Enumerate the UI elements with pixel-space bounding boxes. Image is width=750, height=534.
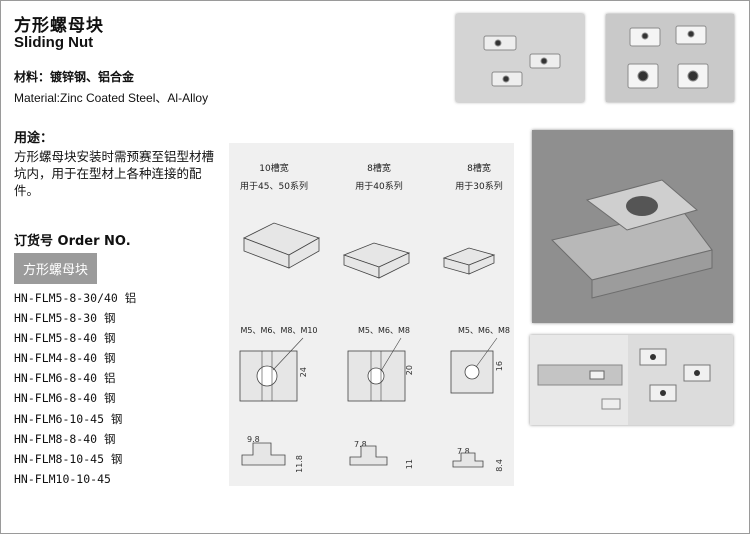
title-cn: 方形螺母块 xyxy=(14,16,104,36)
part-number-list: HN-FLM5-8-30/40 铝 HN-FLM5-8-30 钢 HN-FLM5-8… xyxy=(14,288,136,489)
part-number-item: HN-FLM6-8-40 钢 xyxy=(14,391,116,406)
width-dim: 7.8 xyxy=(457,447,470,456)
part-number-item: HN-FLM6-10-45 钢 xyxy=(14,411,123,426)
thread-label: M5、M6、M8 xyxy=(458,326,510,335)
part-number-item: HN-FLM6-8-40 铝 xyxy=(14,371,116,386)
order-heading: 订货号 Order NO. xyxy=(14,234,131,249)
part-number-item: HN-FLM5-8-40 钢 xyxy=(14,331,116,346)
series-label: 用于45、50系列 xyxy=(240,182,308,192)
part-number-item: HN-FLM5-8-30 钢 xyxy=(14,311,116,326)
title-en: Sliding Nut xyxy=(14,34,94,51)
slot-width-label: 10槽宽 xyxy=(259,164,289,174)
series-label: 用于30系列 xyxy=(455,182,503,192)
photo-nut-closeup xyxy=(532,130,733,323)
width-dim: 9.8 xyxy=(247,435,260,444)
thread-label: M5、M6、M8 xyxy=(358,326,410,335)
nut-shape xyxy=(483,35,561,87)
usage-text: 方形螺母块安装时需预赛至铝型材槽坑内，用于在型材上各种连接的配件。 xyxy=(14,149,215,198)
slot-width-label: 8槽宽 xyxy=(467,164,491,174)
slot-width-label: 8槽宽 xyxy=(367,164,391,174)
thread-label: M5、M6、M8、M10 xyxy=(240,326,318,335)
series-label: 用于40系列 xyxy=(355,182,403,192)
usage-heading: 用途： xyxy=(14,131,54,146)
order-badge: 方形螺母块 xyxy=(14,253,98,284)
material-en: Material:Zinc Coated Steel、Al-Alloy xyxy=(14,91,209,105)
photo-nuts-group-1 xyxy=(456,14,584,102)
part-number-item: HN-FLM8-10-45 钢 xyxy=(14,451,123,466)
material-cn: 材料：镀锌钢、铝合金 xyxy=(14,70,135,84)
part-number-item: HN-FLM5-8-30/40 铝 xyxy=(14,291,137,305)
photo-nut-in-profile xyxy=(530,335,733,425)
part-number-item: HN-FLM10-10-45 xyxy=(14,471,111,486)
width-dim: 7.8 xyxy=(354,440,367,449)
part-number-item: HN-FLM4-8-40 钢 xyxy=(14,351,116,366)
photo-nuts-group-2 xyxy=(606,14,734,102)
part-number-item: HN-FLM8-8-40 钢 xyxy=(14,431,116,446)
